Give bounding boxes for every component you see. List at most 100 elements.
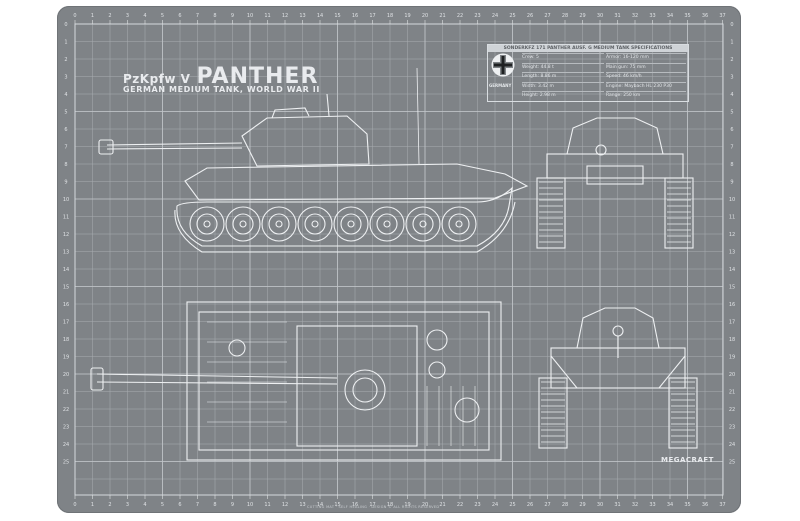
ruler-label: 9 — [730, 180, 733, 186]
ruler-label: 27 — [544, 502, 550, 508]
ruler-label: 1 — [730, 40, 733, 46]
copyright-text: CUTTING MAT · SELF HEALING · DESIGN © AL… — [307, 505, 440, 509]
ruler-label: 30 — [597, 13, 603, 19]
ruler-label: 8 — [64, 162, 67, 168]
ruler-label: 12 — [729, 232, 735, 238]
road-wheel-center — [275, 220, 283, 228]
road-wheel — [189, 206, 225, 242]
ruler-label: 5 — [161, 13, 164, 19]
ruler-label: 11 — [264, 13, 270, 19]
ruler-label: 1 — [91, 502, 94, 508]
ruler-label: 16 — [63, 302, 69, 308]
ruler-label: 20 — [422, 13, 428, 19]
ruler-label: 36 — [702, 502, 708, 508]
road-wheel — [369, 206, 405, 242]
road-wheel — [333, 206, 369, 242]
ruler-label: 10 — [63, 197, 69, 203]
ruler-label: 0 — [64, 22, 67, 28]
ruler-label: 17 — [369, 502, 375, 508]
ruler-label: 6 — [178, 13, 181, 19]
ruler-label: 18 — [63, 337, 69, 343]
ruler-label: 18 — [387, 502, 393, 508]
ruler-label: 3 — [126, 13, 129, 19]
ruler-label: 25 — [509, 502, 515, 508]
ruler-label: 13 — [63, 250, 69, 256]
ruler-label: 4 — [143, 502, 146, 508]
ruler-label: 1 — [91, 13, 94, 19]
ruler-label: 15 — [334, 13, 340, 19]
ruler-label: 8 — [730, 162, 733, 168]
ruler-label: 16 — [352, 13, 358, 19]
ruler-label: 11 — [63, 215, 69, 221]
road-wheel-hub — [340, 213, 362, 235]
ruler-label: 22 — [457, 13, 463, 19]
spec-cell: Range: 250 km — [606, 91, 686, 99]
ruler-label: 19 — [404, 13, 410, 19]
ruler-label: 32 — [632, 502, 638, 508]
spec-cell: Weight: 44.8 t — [522, 62, 604, 71]
spec-cell: Length: 8.86 m — [522, 72, 604, 80]
road-wheel-center — [455, 220, 463, 228]
ruler-right: 0123456789101112131415161718192021222324… — [729, 22, 735, 466]
ruler-label: 32 — [632, 13, 638, 19]
tank-front-view — [538, 307, 698, 449]
road-wheel-center — [347, 220, 355, 228]
ruler-label: 15 — [729, 285, 735, 291]
spec-cell: Crew: 5 — [522, 53, 604, 61]
ruler-label: 14 — [63, 267, 69, 273]
ruler-label: 11 — [729, 215, 735, 221]
ruler-label: 13 — [299, 502, 305, 508]
ruler-label: 3 — [126, 502, 129, 508]
ruler-label: 3 — [64, 75, 67, 81]
ruler-label: 12 — [282, 13, 288, 19]
ruler-label: 10 — [729, 197, 735, 203]
ruler-label: 9 — [64, 180, 67, 186]
road-wheel — [297, 206, 333, 242]
ruler-label: 35 — [684, 502, 690, 508]
emblem-label: GERMANY — [489, 83, 512, 88]
ruler-label: 21 — [729, 390, 735, 396]
ruler-label: 23 — [729, 425, 735, 431]
road-wheel — [441, 206, 477, 242]
spec-cell: Height: 2.98 m — [522, 91, 604, 99]
ruler-label: 12 — [282, 502, 288, 508]
ruler-label: 5 — [730, 110, 733, 116]
road-wheel — [405, 206, 441, 242]
title-main: PANTHER — [196, 64, 319, 89]
ruler-label: 0 — [730, 22, 733, 28]
ruler-label: 12 — [63, 232, 69, 238]
ruler-label: 24 — [729, 442, 735, 448]
ruler-label: 17 — [369, 13, 375, 19]
ruler-label: 20 — [63, 372, 69, 378]
ruler-label: 4 — [730, 92, 733, 98]
ruler-label: 27 — [544, 13, 550, 19]
ruler-label: 20 — [422, 502, 428, 508]
ruler-label: 33 — [649, 13, 655, 19]
ruler-label: 8 — [213, 13, 216, 19]
ruler-label: 6 — [178, 502, 181, 508]
tank-rear-view — [536, 117, 694, 249]
ruler-label: 37 — [719, 13, 725, 19]
ruler-label: 22 — [63, 407, 69, 413]
subtitle: GERMAN MEDIUM TANK, WORLD WAR II — [123, 85, 320, 94]
ruler-label: 10 — [247, 13, 253, 19]
ruler-label: 13 — [299, 13, 305, 19]
ruler-label: 33 — [649, 502, 655, 508]
ruler-label: 16 — [729, 302, 735, 308]
road-wheel-hub — [376, 213, 398, 235]
ruler-label: 7 — [196, 13, 199, 19]
ruler-label: 25 — [63, 460, 69, 466]
ruler-label: 24 — [63, 442, 69, 448]
ruler-label: 29 — [579, 502, 585, 508]
spec-cell: Armor: 16-120 mm — [606, 53, 686, 61]
ruler-label: 16 — [352, 502, 358, 508]
ruler-label: 9 — [231, 502, 234, 508]
brand-logo: MEGACRAFT — [661, 456, 714, 464]
ruler-label: 22 — [457, 502, 463, 508]
ruler-label: 26 — [527, 502, 533, 508]
ruler-label: 2 — [108, 13, 111, 19]
ruler-label: 5 — [161, 502, 164, 508]
road-wheel-hub — [196, 213, 218, 235]
